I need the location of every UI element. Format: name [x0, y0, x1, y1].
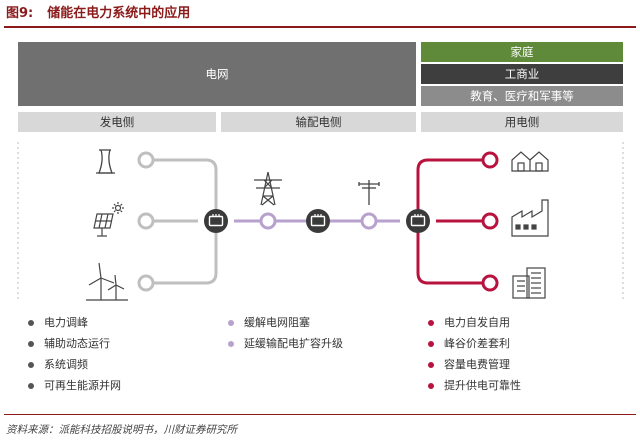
list-item: 电力调峰 — [28, 312, 121, 333]
bullet-dot — [428, 361, 434, 368]
consumption-node-bottom — [481, 274, 499, 292]
utility-pole-icon — [358, 180, 380, 205]
consumption-side-header: 用电侧 — [421, 112, 623, 132]
office-building-icon — [512, 267, 546, 299]
bullet-dot — [428, 382, 434, 389]
grid-box: 电网 — [18, 42, 416, 106]
public-sector-box: 教育、医疗和军事等 — [421, 86, 623, 106]
home-box: 家庭 — [421, 42, 623, 62]
generation-side-header: 发电侧 — [18, 112, 216, 132]
bullet-dot — [28, 340, 34, 347]
list-item: 提升供电可靠性 — [428, 375, 521, 396]
generation-node-top — [137, 151, 155, 169]
list-item: 延缓输配电扩容升级 — [228, 333, 343, 354]
transmission-side-header: 输配电侧 — [221, 112, 416, 132]
title-divider — [4, 26, 636, 28]
footer-divider — [4, 414, 636, 415]
bullet-dot — [28, 361, 34, 368]
consumption-connectors — [416, 158, 482, 285]
generation-link-bottom — [154, 222, 218, 285]
transmission-bullets: 缓解电网阻塞 延缓输配电扩容升级 — [228, 312, 343, 354]
bullet-dot — [228, 319, 234, 326]
transmission-tower-icon — [254, 171, 282, 206]
industry-box: 工商业 — [421, 64, 623, 84]
generation-node-bottom — [137, 274, 155, 292]
house-icon — [511, 151, 549, 172]
consumption-link-top — [416, 158, 482, 222]
battery-storage-icon — [406, 209, 430, 233]
bullet-dot — [428, 340, 434, 347]
battery-storage-icon — [306, 209, 330, 233]
generation-link-top — [154, 158, 218, 222]
generation-connectors — [154, 158, 218, 285]
transmission-node-right — [360, 212, 378, 230]
generation-bullets: 电力调峰 辅助动态运行 系统调频 可再生能源并网 — [28, 312, 121, 396]
bullet-dot — [428, 319, 434, 326]
consumption-bullets: 电力自发自用 峰谷价差套利 容量电费管理 提升供电可靠性 — [428, 312, 521, 396]
list-item: 可再生能源并网 — [28, 375, 121, 396]
consumption-node-top — [481, 151, 499, 169]
factory-icon — [511, 199, 549, 237]
wind-turbine-icon — [86, 262, 128, 301]
list-item: 峰谷价差套利 — [428, 333, 521, 354]
solar-panel-icon — [93, 202, 124, 237]
figure-title: 图9: 储能在电力系统中的应用 — [6, 4, 190, 24]
list-item: 辅助动态运行 — [28, 333, 121, 354]
generation-node-middle — [137, 212, 155, 230]
list-item: 系统调频 — [28, 354, 121, 375]
figure-caption: 储能在电力系统中的应用 — [47, 6, 191, 21]
list-item: 容量电费管理 — [428, 354, 521, 375]
list-item: 缓解电网阻塞 — [228, 312, 343, 333]
cooling-tower-icon — [96, 149, 115, 174]
bullet-dot — [228, 340, 234, 347]
source-note: 资料来源：派能科技招股说明书，川财证券研究所 — [6, 424, 237, 436]
bullet-dot — [28, 382, 34, 389]
transmission-node-left — [259, 212, 277, 230]
battery-storage-icon — [204, 209, 228, 233]
list-item: 电力自发自用 — [428, 312, 521, 333]
consumption-node-middle — [481, 212, 499, 230]
consumption-link-bottom — [416, 222, 482, 285]
figure-number: 图9: — [6, 6, 34, 21]
bullet-dot — [28, 319, 34, 326]
